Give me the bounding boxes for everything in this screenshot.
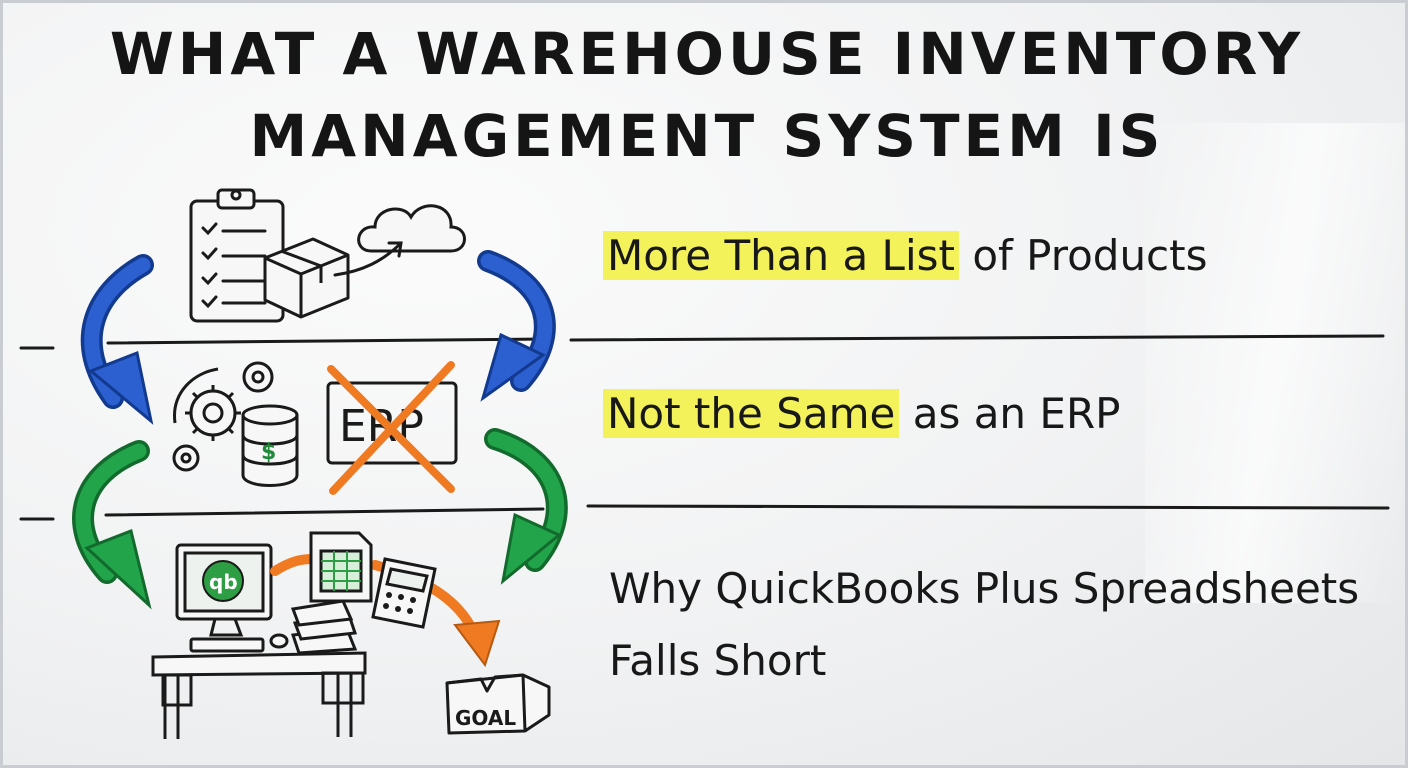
highlight-not-the-same: Not the Same xyxy=(603,389,900,438)
point-3-line-1: Why QuickBooks Plus Spreadsheets xyxy=(609,564,1360,613)
cloud-icon xyxy=(357,204,466,253)
box-icon xyxy=(263,237,350,319)
glare xyxy=(1145,123,1405,603)
title-line-1: WHAT A WAREHOUSE INVENTORY xyxy=(109,20,1305,88)
blue-arrow-right xyxy=(477,250,556,402)
point-not-same-as-erp: Not the Same as an ERP xyxy=(603,389,1120,438)
orange-arrowhead xyxy=(453,619,501,668)
illustrations: $ ERP xyxy=(19,188,1390,739)
blue-arrow-left xyxy=(80,254,154,425)
gear-icon xyxy=(172,361,274,472)
quickbooks-logo-text: qb xyxy=(209,570,238,594)
gear-arc xyxy=(173,367,219,424)
point-quickbooks: Why QuickBooks Plus Spreadsheets Falls S… xyxy=(609,553,1359,697)
paper-stack-icon xyxy=(290,599,358,655)
dollar-sign: $ xyxy=(261,440,276,465)
goal-box-icon xyxy=(445,673,551,735)
point-3-line-2: Falls Short xyxy=(609,636,827,685)
quickbooks-logo xyxy=(202,560,244,602)
desk-icon xyxy=(151,651,367,739)
database-icon xyxy=(241,404,299,487)
divider-lines xyxy=(19,334,1390,521)
upload-arrow xyxy=(333,241,403,277)
calculator-icon xyxy=(371,557,437,629)
title-line-2: MANAGEMENT SYSTEM IS xyxy=(249,102,1165,170)
point-1-rest: of Products xyxy=(958,231,1208,280)
point-more-than-list: More Than a List of Products xyxy=(603,231,1208,280)
green-arrow-right xyxy=(484,428,568,585)
goal-label: GOAL xyxy=(455,706,516,730)
highlight-more-than-list: More Than a List xyxy=(603,231,959,280)
green-arrow-left xyxy=(72,440,152,610)
spreadsheet-icon xyxy=(309,531,373,603)
point-2-rest: as an ERP xyxy=(899,389,1121,438)
clipboard-icon xyxy=(189,188,285,323)
erp-crossed-icon: ERP xyxy=(326,361,458,495)
